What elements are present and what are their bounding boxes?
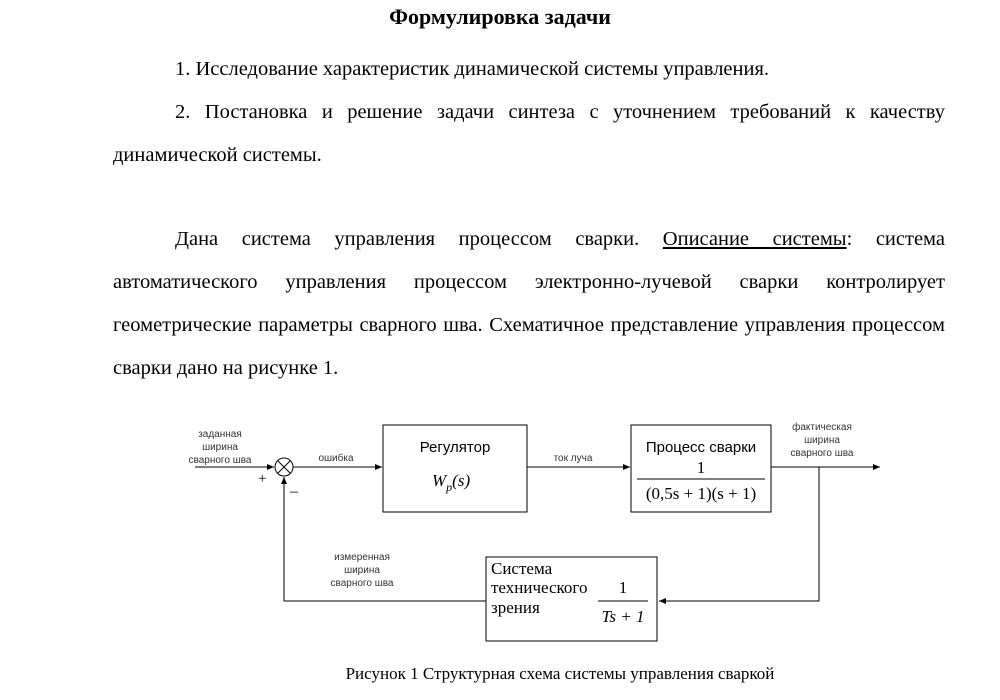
sensor-block [485, 556, 658, 642]
error-label: ошибка [318, 452, 353, 464]
system-description: Дана система управления процессом сварки… [113, 218, 945, 390]
feedback-branch [659, 467, 820, 604]
sensor-num: 1 [619, 578, 628, 597]
summing-junction [274, 457, 294, 477]
task-item-1: 1. Исследование характеристик динамическ… [175, 58, 770, 80]
sensor-title-1: Система [491, 559, 553, 578]
description-link[interactable]: Описание системы [662, 228, 847, 250]
description-intro: Дана система управления процессом сварки… [175, 228, 663, 250]
process-title: Процесс сварки [646, 439, 756, 456]
feedback-label-1: измеренная [334, 552, 390, 563]
output-label-3: сварного шва [791, 448, 854, 459]
process-den: (0,5s + 1)(s + 1) [646, 484, 756, 503]
input-label-2: ширина [202, 442, 238, 453]
task-item-2: 2. Постановка и решение задачи синтеза с… [113, 101, 945, 166]
sensor-den: Ts + 1 [602, 607, 645, 626]
sensor-title-2: технического [491, 578, 587, 597]
regulator-title: Регулятор [420, 439, 491, 456]
process-num: 1 [697, 458, 706, 477]
beam-label: ток луча [554, 453, 593, 464]
plus-sign: + [258, 471, 266, 487]
feedback-label-2: ширина [344, 565, 380, 576]
output-label-2: ширина [804, 435, 840, 446]
description-body: : система автоматического управления про… [113, 228, 945, 379]
minus-sign: – [289, 483, 299, 500]
input-label-1: заданная [198, 429, 242, 440]
regulator-tf: Wp(s) [432, 471, 470, 494]
block-diagram: заданная ширина сварного шва + – ошибка … [189, 421, 880, 642]
sensor-title-3: зрения [491, 598, 540, 617]
output-label-1: фактическая [792, 421, 852, 433]
process-block [630, 424, 772, 513]
feedback-arrow [281, 477, 486, 602]
figure-caption: Рисунок 1 Структурная схема системы упра… [345, 664, 775, 683]
page-title: Формулировка задачи [389, 4, 611, 29]
input-label-3: сварного шва [189, 455, 252, 466]
feedback-label-3: сварного шва [331, 578, 394, 589]
regulator-block [382, 424, 528, 513]
